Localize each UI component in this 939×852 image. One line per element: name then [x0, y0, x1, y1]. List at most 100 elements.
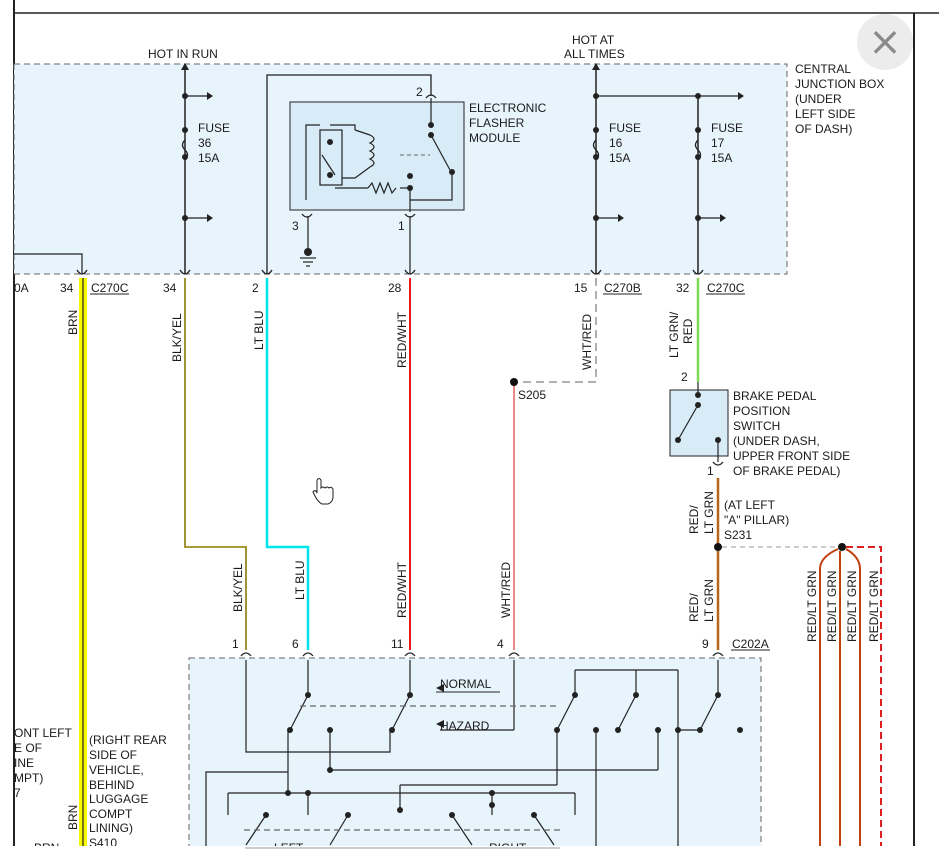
- left-partial-3: INE: [14, 756, 34, 770]
- switch-normal-label: NORMAL: [440, 677, 492, 691]
- close-icon: ×: [868, 19, 902, 65]
- left-partial-2: E OF: [14, 741, 42, 755]
- bottom-edge-bar: [0, 846, 939, 852]
- splice-s231-note-1: (AT LEFT: [724, 498, 776, 512]
- wire-label-ltgrnred-2: RED: [681, 318, 695, 344]
- pin-32: 32: [676, 281, 690, 295]
- connector-c270b: C270B: [604, 281, 641, 295]
- hot-at-all-times-label-1: HOT AT: [572, 33, 615, 47]
- c202a-pin6: 6: [292, 637, 299, 651]
- bpps-pin1: 1: [707, 464, 714, 478]
- brake-pedal-switch: [669, 389, 729, 457]
- connector-c270c-b: C270C: [707, 281, 745, 295]
- connector-c202a: [240, 652, 724, 657]
- connector-c202a-label: C202A: [732, 637, 769, 651]
- wire-label-whtred: WHT/RED: [580, 314, 594, 370]
- fuse16-label: FUSE: [609, 121, 641, 135]
- bpps-pin2: 2: [681, 370, 688, 384]
- wire-label-redltgrn-1: RED/: [687, 505, 701, 534]
- connector-c270: [76, 269, 704, 275]
- c202a-pin11: 11: [391, 637, 404, 651]
- bpps-label-3: SWITCH: [733, 419, 780, 433]
- s410-label-7: LINING): [89, 821, 133, 835]
- cjb-label-5: OF DASH): [795, 122, 852, 136]
- right-wire-label-2: RED/LT GRN: [825, 570, 839, 642]
- bpps-label-6: OF BRAKE PEDAL): [733, 464, 840, 478]
- bpps-label-2: POSITION: [733, 404, 790, 418]
- left-partial-4: MPT): [14, 771, 43, 785]
- wire-label-blkyel: BLK/YEL: [170, 313, 184, 362]
- connector-partial-label: 0A: [14, 281, 29, 295]
- s410-label-4: BEHIND: [89, 778, 135, 792]
- s410-label-6: COMPT: [89, 807, 133, 821]
- fuse17-label: FUSE: [711, 121, 743, 135]
- pin-34b: 34: [163, 281, 177, 295]
- switch-contacts: [263, 692, 743, 818]
- right-wire-1: [819, 548, 839, 852]
- switch-internal: [205, 660, 719, 852]
- left-partial-1: ONT LEFT: [14, 726, 72, 740]
- pin-2: 2: [252, 281, 259, 295]
- right-wire-3: [845, 548, 861, 852]
- wire-label-redltgrn-2: LT GRN: [702, 491, 716, 534]
- right-wire-label-4: RED/LT GRN: [867, 570, 881, 642]
- wire-label-ltblu-2: LT BLU: [293, 560, 307, 600]
- pin-28: 28: [388, 281, 402, 295]
- c202a-pin4: 4: [497, 637, 504, 651]
- flasher-label-2: FLASHER: [469, 116, 525, 130]
- fuse36-rating: 15A: [198, 151, 219, 165]
- fuse16-rating: 15A: [609, 151, 630, 165]
- flasher-module-box: [289, 101, 465, 211]
- wire-label-ltgrnred-1: LT GRN/: [667, 311, 681, 358]
- flasher-label-3: MODULE: [469, 131, 520, 145]
- bpps-label-4: (UNDER DASH,: [733, 434, 820, 448]
- right-wire-4-dashed: [846, 546, 882, 852]
- connector-c270c-a: C270C: [91, 281, 129, 295]
- fuse36-label: FUSE: [198, 121, 230, 135]
- wire-label-brn: BRN: [66, 310, 80, 335]
- s410-label-3: VEHICLE,: [89, 763, 144, 777]
- wire-label-redltgrn-b2: LT GRN: [702, 579, 716, 622]
- c202a-pin9: 9: [702, 637, 709, 651]
- hand-cursor-icon: [312, 478, 334, 505]
- pin-15: 15: [574, 281, 588, 295]
- wire-label-redwht: RED/WHT: [395, 311, 409, 368]
- pin-34a: 34: [60, 281, 74, 295]
- left-partial-5: 7: [14, 786, 21, 800]
- cjb-label-4: LEFT SIDE: [795, 107, 855, 121]
- flasher-pin3: 3: [292, 219, 299, 233]
- wire-label-redltgrn-b1: RED/: [687, 593, 701, 622]
- flasher-label-1: ELECTRONIC: [469, 101, 547, 115]
- wire-wht-red-dashed: [514, 278, 597, 383]
- flasher-pin1: 1: [398, 219, 405, 233]
- flasher-pin2: 2: [416, 85, 423, 99]
- cjb-label-2: JUNCTION BOX: [795, 77, 884, 91]
- splice-s205: S205: [518, 388, 546, 402]
- cjb-label-1: CENTRAL: [795, 62, 851, 76]
- fuse36-number: 36: [198, 136, 212, 150]
- hot-at-all-times-label-2: ALL TIMES: [564, 47, 625, 61]
- bpps-label-1: BRAKE PEDAL: [733, 389, 817, 403]
- splice-s231: S231: [724, 528, 752, 542]
- wire-label-brn-2: BRN: [66, 805, 80, 830]
- wire-label-ltblu: LT BLU: [252, 310, 266, 350]
- hot-in-run-label: HOT IN RUN: [148, 47, 218, 61]
- splice-s231-note-2: "A" PILLAR): [724, 513, 789, 527]
- s410-label-2: SIDE OF: [89, 748, 137, 762]
- right-wire-label-3: RED/LT GRN: [845, 570, 859, 642]
- bpps-label-5: UPPER FRONT SIDE: [733, 449, 850, 463]
- fuse16-number: 16: [609, 136, 623, 150]
- s410-label-1: (RIGHT REAR: [89, 733, 167, 747]
- switch-hazard-label: HAZARD: [440, 719, 490, 733]
- fuse17-number: 17: [711, 136, 725, 150]
- wire-label-whtred-2: WHT/RED: [499, 562, 513, 618]
- wire-label-redwht-2: RED/WHT: [395, 561, 409, 618]
- right-wire-label-1: RED/LT GRN: [805, 570, 819, 642]
- fuse17-rating: 15A: [711, 151, 732, 165]
- wire-lt-blu: [265, 278, 310, 650]
- wire-label-blkyel-2: BLK/YEL: [231, 563, 245, 612]
- cjb-label-3: (UNDER: [795, 92, 842, 106]
- close-button[interactable]: ×: [857, 14, 913, 70]
- multifunction-switch-box: [188, 657, 762, 852]
